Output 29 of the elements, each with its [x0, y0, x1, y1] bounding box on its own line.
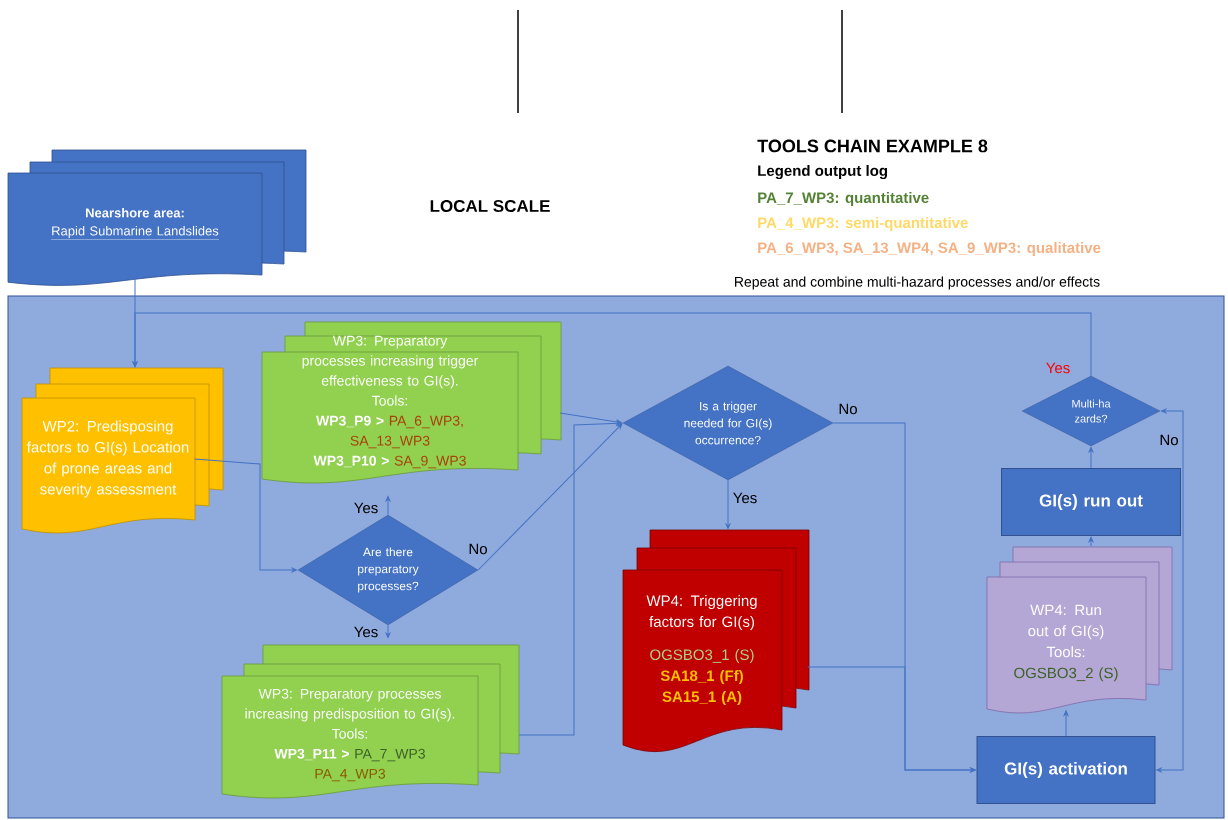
- arrow: [194, 458, 298, 573]
- arrow: [807, 666, 976, 773]
- process-box: GI(s) activation: [976, 736, 1156, 804]
- arrow: [1156, 408, 1184, 773]
- arrow: [1088, 447, 1094, 469]
- arrow: [477, 423, 623, 571]
- arrow: [132, 312, 1092, 377]
- text-label: Repeat and combine multi-hazard processes and/or effects: [735, 276, 1100, 290]
- legend-entry: PA_6_WP3, SA_13_WP4, SA_9_WP3: qualitative: [758, 242, 1101, 256]
- node-label: PA_4_WP3: [315, 768, 386, 782]
- arrow: [518, 420, 623, 736]
- process-box: GI(s) run out: [1001, 468, 1181, 536]
- text-label: Legend output log: [758, 165, 887, 180]
- document-stack: WP4: Triggering factors for GI(s) OGSBO3_1 (S) SA18_1 (Ff) SA15_1 (A): [622, 529, 810, 752]
- document-stack: WP4: Run out of GI(s) Tools: OGSBO3_2 (S): [986, 546, 1173, 714]
- document-stack: Nearshore area: Rapid Submarine Landslides: [7, 149, 307, 286]
- legend-entry: PA_7_WP3: quantitative: [758, 192, 929, 206]
- arrow: [1088, 536, 1094, 547]
- document-stack: WP2: Predisposing factors to GI(s) Location of prone areas and severity assessment: [21, 367, 224, 534]
- legend-entry: PA_4_WP3: semi-quantitative: [758, 217, 968, 231]
- arrow: [385, 624, 391, 639]
- arrow: [385, 496, 391, 516]
- document-stack: WP3: Preparatory processes increasing predisposition to GI(s). Tools: WP3_P11 > PA_7_WP3 PA_4_WP3: [221, 644, 520, 799]
- title: TOOLS CHAIN EXAMPLE 8: [757, 139, 988, 153]
- document-stack: WP3: Preparatory processes increasing trigger effectiveness to GI(s). Tools: WP3_P9 > PA_6_WP3, SA_13_WP3 WP3_P10 > SA_9_WP3: [261, 321, 562, 484]
- arrow: [559, 412, 623, 425]
- text-label: LOCAL SCALE: [430, 200, 550, 213]
- arrow: [725, 479, 731, 530]
- arrow: [1063, 710, 1069, 737]
